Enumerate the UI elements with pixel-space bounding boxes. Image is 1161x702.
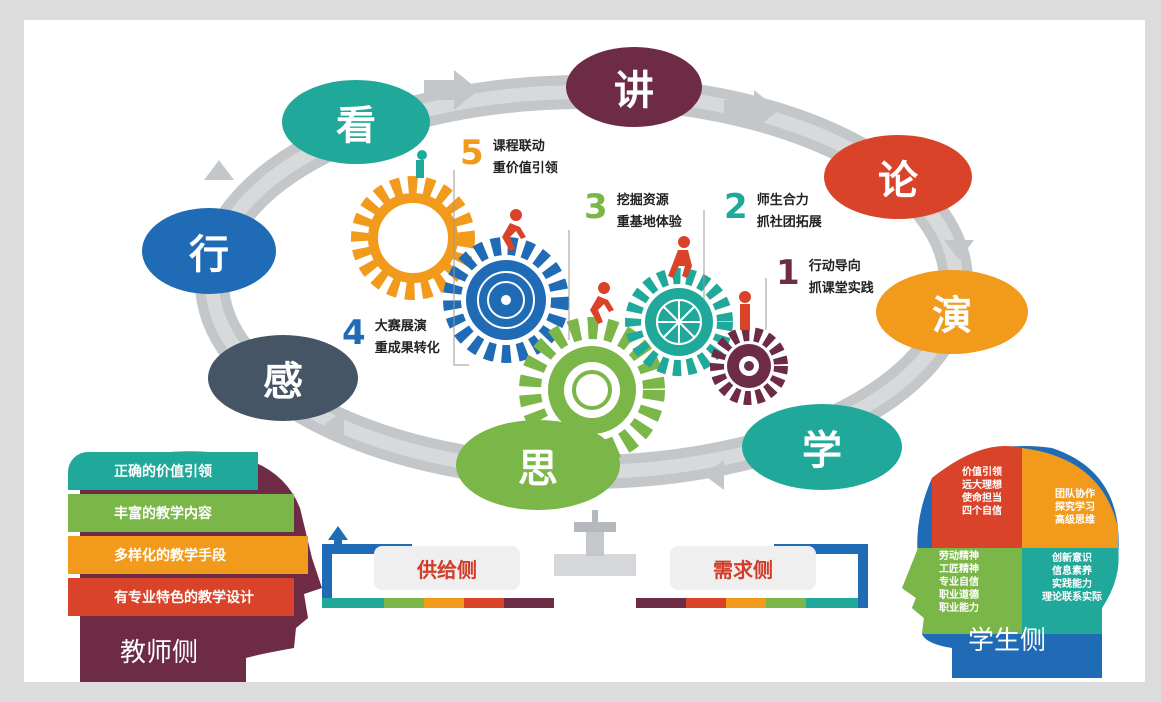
running-person-2-icon	[590, 282, 614, 324]
gear-teal-icon	[625, 268, 733, 376]
cycle-node-si: 思	[456, 420, 620, 510]
step-5: 5 课程联动 重价值引领	[460, 136, 558, 180]
gear-orange-icon	[351, 176, 475, 300]
walking-person-icon	[668, 236, 692, 278]
step-5-number: 5	[460, 133, 484, 173]
student-puzzle-3: 劳动精神 工匠精神 专业自信 职业道德 职业能力	[939, 551, 979, 614]
step-4-line2: 重成果转化	[374, 341, 440, 356]
student-puzzle-2: 团队协作 探究学习 高级思维	[1055, 489, 1095, 526]
climbing-person-icon	[416, 150, 427, 178]
step-1-line2: 抓课堂实践	[808, 281, 874, 296]
teacher-band-2: 丰富的教学内容	[68, 494, 294, 532]
cycle-node-jiang: 讲	[566, 47, 702, 127]
teacher-band-3: 多样化的教学手段	[68, 536, 308, 574]
cycle-node-gan: 感	[208, 335, 358, 421]
gears-group	[351, 150, 788, 463]
student-label: 学生侧	[968, 626, 1047, 656]
cycle-node-yan: 演	[876, 270, 1028, 354]
teacher-band-4: 有专业特色的教学设计	[68, 578, 294, 616]
step-4-number: 4	[342, 313, 366, 353]
step-2-line2: 抓社团拓展	[756, 215, 822, 230]
step-3-line1: 挖掘资源	[616, 193, 669, 208]
supply-demand-bracket	[322, 510, 868, 608]
student-head-silhouette	[902, 446, 1119, 678]
teacher-band-1: 正确的价值引领	[68, 452, 258, 490]
cycle-node-kan: 看	[282, 80, 430, 164]
cycle-node-xing: 行	[142, 208, 276, 294]
gear-blue-icon	[443, 237, 569, 363]
infographic-canvas: 讲 论 演 学 思 感 行 看	[24, 20, 1145, 682]
step-2: 2 师生合力 抓社团拓展	[724, 190, 822, 234]
step-4: 4 大赛展演 重成果转化	[342, 316, 440, 360]
gear-green-icon	[519, 317, 665, 463]
teacher-label: 教师侧	[120, 638, 199, 668]
student-puzzle-1: 价值引领 远大理想 使命担当 四个自信	[962, 467, 1002, 517]
step-2-number: 2	[724, 187, 748, 227]
step-1-line1: 行动导向	[808, 259, 861, 274]
gear-maroon-icon	[710, 327, 788, 405]
step-5-line1: 课程联动	[492, 139, 545, 154]
step-3: 3 挖掘资源 重基地体验	[584, 190, 682, 234]
standing-person-icon	[739, 291, 751, 330]
step-2-line1: 师生合力	[756, 193, 809, 208]
step-1: 1 行动导向 抓课堂实践	[776, 256, 874, 300]
step-5-line2: 重价值引领	[492, 161, 558, 176]
cycle-node-xue: 学	[742, 404, 902, 490]
demand-side-box: 需求侧	[670, 546, 816, 590]
step-3-line2: 重基地体验	[616, 215, 682, 230]
step-4-line1: 大赛展演	[374, 319, 427, 334]
student-puzzle-4: 创新意识 信息素养 实践能力 理论联系实际	[1042, 553, 1102, 603]
cycle-node-lun: 论	[824, 135, 972, 219]
running-person-icon	[502, 209, 526, 251]
step-1-number: 1	[776, 253, 800, 293]
supply-side-box: 供给侧	[374, 546, 520, 590]
step-3-number: 3	[584, 187, 608, 227]
